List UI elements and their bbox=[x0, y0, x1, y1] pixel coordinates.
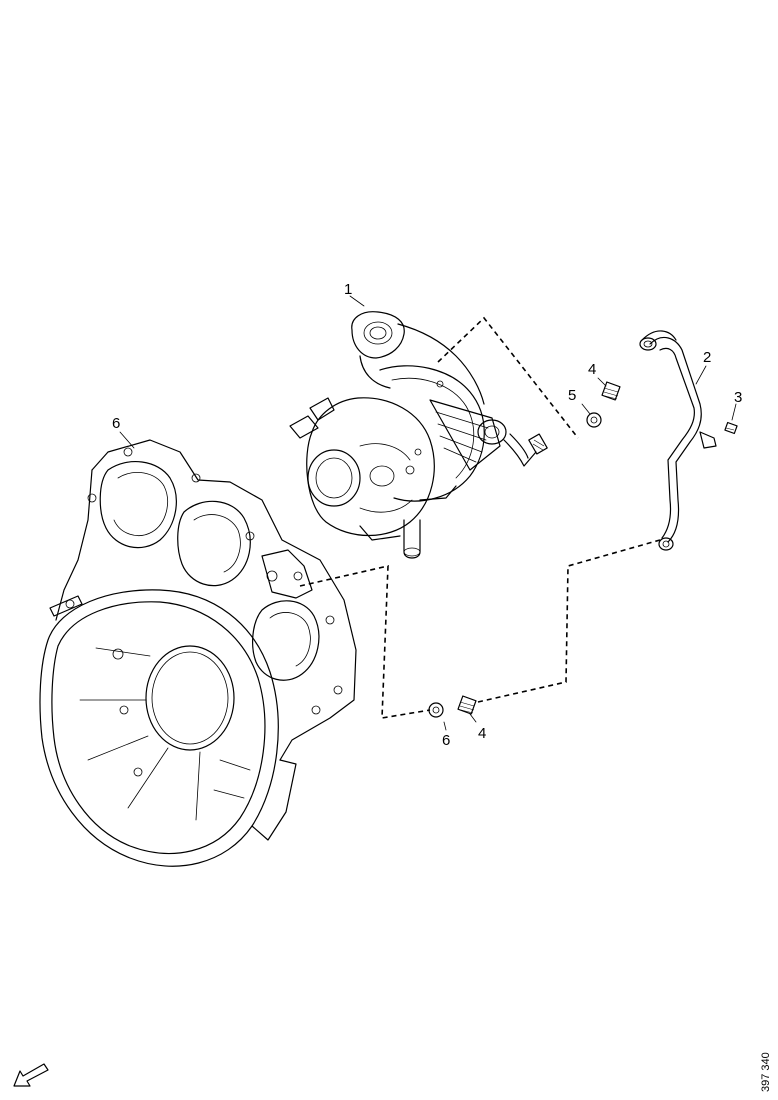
callout-6-lower: 6 bbox=[442, 732, 450, 749]
callout-3: 3 bbox=[734, 389, 742, 406]
callout-5: 5 bbox=[568, 387, 576, 404]
callout-1: 1 bbox=[344, 281, 352, 298]
callout-2: 2 bbox=[703, 349, 711, 366]
flywheel-housing bbox=[39, 439, 357, 867]
callout-4-lower: 4 bbox=[478, 725, 486, 742]
leader-line-3 bbox=[731, 403, 737, 421]
assembly-line-lower bbox=[299, 564, 431, 719]
assembly-line-upper bbox=[437, 316, 579, 439]
nut-lower bbox=[457, 695, 477, 715]
leader-line-4a bbox=[597, 377, 607, 387]
assembly-line-pipe bbox=[477, 539, 661, 703]
callout-4-upper: 4 bbox=[588, 361, 596, 378]
leader-line-2 bbox=[695, 365, 707, 385]
document-number: 397 340 bbox=[760, 1052, 772, 1092]
leader-line-6a bbox=[119, 431, 135, 449]
turbocharger bbox=[289, 311, 548, 559]
nut-upper bbox=[601, 381, 621, 401]
leader-line-4b bbox=[469, 713, 477, 723]
arrow-down-left-icon bbox=[13, 1063, 49, 1087]
oil-pipe bbox=[639, 330, 717, 551]
clip-bolt bbox=[724, 421, 738, 435]
leader-line-1 bbox=[349, 295, 365, 307]
washer-lower bbox=[428, 702, 444, 718]
callout-6-upper: 6 bbox=[112, 415, 120, 432]
leader-line-6b bbox=[443, 721, 447, 731]
leader-line-5 bbox=[581, 403, 591, 415]
washer-upper bbox=[586, 412, 602, 428]
